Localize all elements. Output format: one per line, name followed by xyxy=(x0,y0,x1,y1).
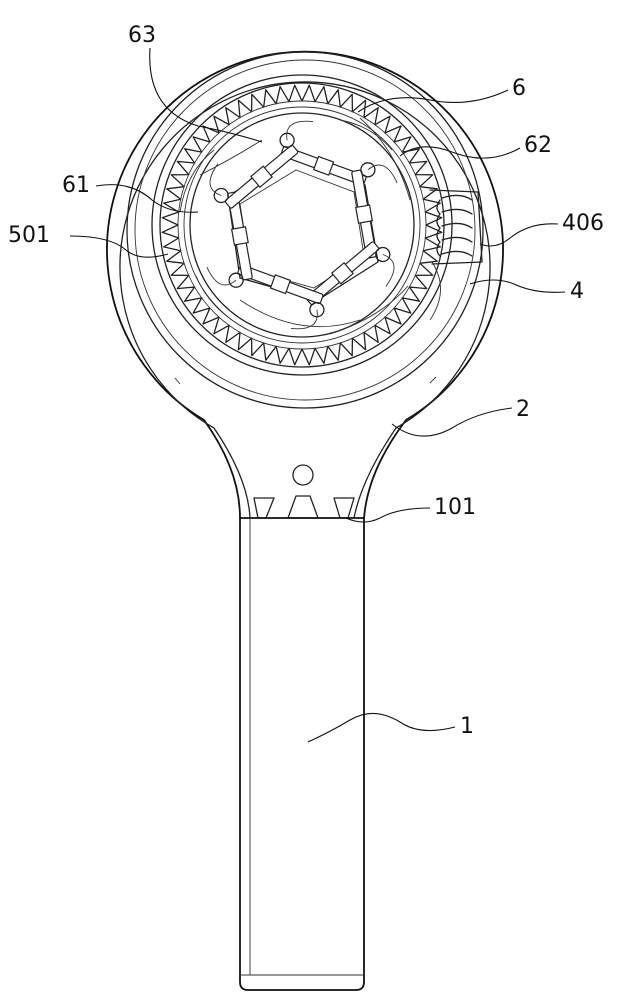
label-6: 6 xyxy=(512,76,526,101)
jaw-bar xyxy=(237,264,324,305)
jaw-bar xyxy=(351,169,377,259)
label-101: 101 xyxy=(434,495,476,520)
connector-part-101 xyxy=(240,464,364,519)
jaw-bar xyxy=(224,144,299,209)
jaw-bar xyxy=(227,191,253,281)
pin-hole xyxy=(375,246,391,263)
pin-hole xyxy=(228,272,244,288)
inner-mechanism-part-6 xyxy=(179,112,415,338)
jaw-bar xyxy=(305,241,380,306)
spring-arm xyxy=(286,120,314,141)
handle-part-1 xyxy=(239,518,365,991)
spring-arm xyxy=(367,164,398,184)
pin-hole xyxy=(213,187,229,204)
label-61: 61 xyxy=(62,173,90,198)
spring-arm xyxy=(206,266,237,286)
spring-arm xyxy=(290,309,318,330)
label-4: 4 xyxy=(570,279,584,304)
ratchet-ring-part-501 xyxy=(151,74,453,376)
label-63: 63 xyxy=(128,23,156,48)
leader-lines xyxy=(69,47,566,743)
label-406: 406 xyxy=(562,211,604,236)
pawl-part-406 xyxy=(429,189,483,321)
spring-arm xyxy=(209,163,222,196)
spring-arm xyxy=(382,254,395,287)
head-body-part-2 xyxy=(106,50,504,519)
label-62: 62 xyxy=(524,133,552,158)
label-1: 1 xyxy=(460,714,474,739)
pin-hole xyxy=(360,162,376,178)
label-2: 2 xyxy=(516,397,530,422)
label-501: 501 xyxy=(8,223,50,248)
jaw-bar xyxy=(280,145,367,186)
reference-labels: 63 6 62 61 406 501 4 2 101 1 xyxy=(8,23,604,739)
